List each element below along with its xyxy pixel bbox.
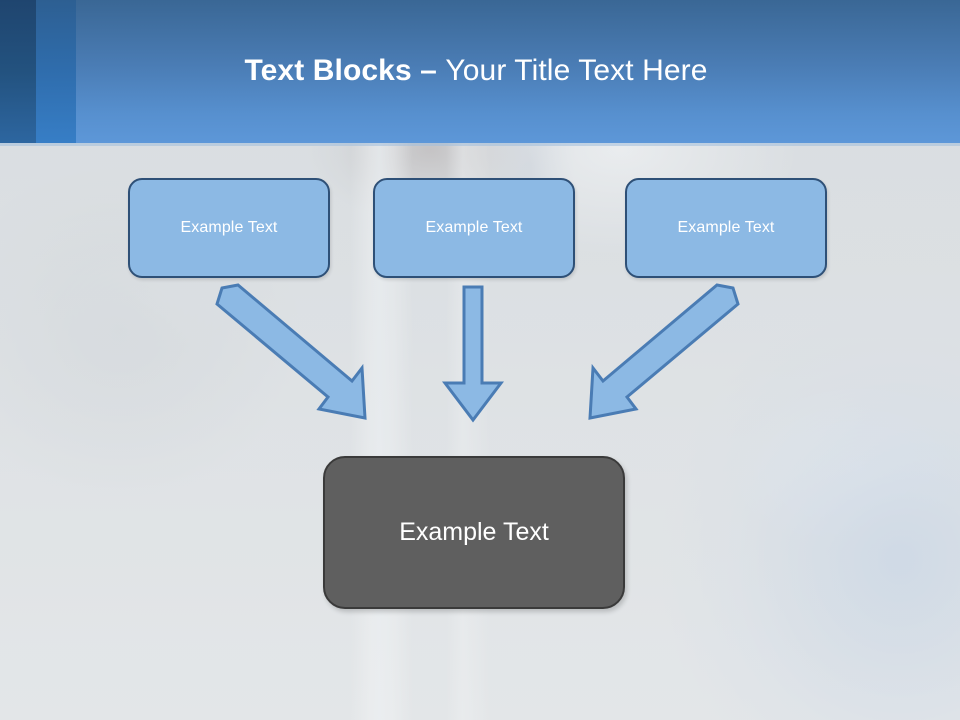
arrow-down-right-icon — [215, 283, 367, 420]
result-box[interactable]: Example Text — [323, 456, 625, 609]
result-box-label: Example Text — [399, 517, 549, 546]
source-box-3[interactable]: Example Text — [625, 178, 827, 278]
arrow-down-left-icon — [588, 283, 740, 420]
source-box-2[interactable]: Example Text — [373, 178, 575, 278]
source-box-1-label: Example Text — [180, 219, 278, 236]
slide-title-bold: Text Blocks – — [244, 54, 446, 87]
source-box-3-label: Example Text — [677, 219, 775, 236]
header-underline — [0, 143, 960, 146]
header-accent-stripe-mid — [36, 0, 76, 143]
slide-header-band — [0, 0, 960, 143]
slide-title-regular: Your Title Text Here — [445, 54, 708, 87]
header-accent-stripe-dark — [0, 0, 36, 143]
source-box-2-label: Example Text — [425, 219, 523, 236]
source-box-1[interactable]: Example Text — [128, 178, 330, 278]
slide-title: Text Blocks – Your Title Text Here — [76, 52, 876, 90]
arrow-down-icon — [441, 285, 505, 423]
